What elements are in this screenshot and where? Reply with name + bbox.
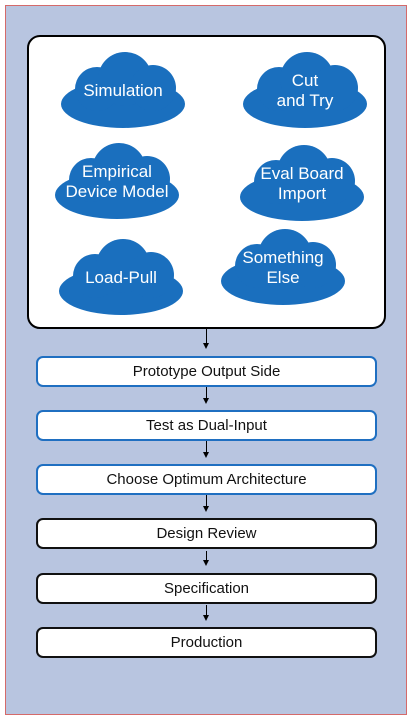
cloud-simulation: Simulation <box>57 44 189 132</box>
cloud-label: Simulation <box>83 81 163 100</box>
cloud-shape <box>59 239 183 315</box>
methods-cloud-box: Simulation Cut and Try Empirical Device … <box>27 35 386 329</box>
step-production: Production <box>36 627 377 658</box>
cloud-shape <box>240 145 364 221</box>
cloud-label: Something Else <box>242 248 324 287</box>
arrowhead-icon <box>203 452 209 458</box>
step-test-as-dual-input: Test as Dual-Input <box>36 410 377 441</box>
arrowhead-icon <box>203 398 209 404</box>
cloud-shape <box>221 229 345 305</box>
step-design-review: Design Review <box>36 518 377 549</box>
step-specification: Specification <box>36 573 377 604</box>
connector-arrow <box>206 605 207 616</box>
cloud-shape <box>61 52 185 128</box>
arrowhead-icon <box>203 615 209 621</box>
cloud-eval-board-import: Eval Board Import <box>236 137 368 225</box>
connector-arrow <box>206 387 207 399</box>
cloud-empirical-device-model: Empirical Device Model <box>51 135 183 223</box>
connector-arrow <box>206 551 207 561</box>
cloud-cut-and-try: Cut and Try <box>239 44 371 132</box>
cloud-label: Load-Pull <box>85 268 157 287</box>
step-choose-optimum-architecture: Choose Optimum Architecture <box>36 464 377 495</box>
cloud-something-else: Something Else <box>217 221 349 309</box>
connector-arrow <box>206 441 207 453</box>
cloud-shape <box>243 52 367 128</box>
cloud-shape <box>55 143 179 219</box>
arrowhead-icon <box>203 506 209 512</box>
arrowhead-icon <box>203 560 209 566</box>
arrowhead-icon <box>203 343 209 349</box>
step-prototype-output-side: Prototype Output Side <box>36 356 377 387</box>
cloud-label: Eval Board Import <box>260 164 344 203</box>
connector-arrow <box>206 495 207 507</box>
cloud-label: Cut and Try <box>276 71 334 110</box>
cloud-load-pull: Load-Pull <box>55 231 187 319</box>
connector-arrow <box>206 329 207 344</box>
cloud-label: Empirical Device Model <box>65 162 169 201</box>
